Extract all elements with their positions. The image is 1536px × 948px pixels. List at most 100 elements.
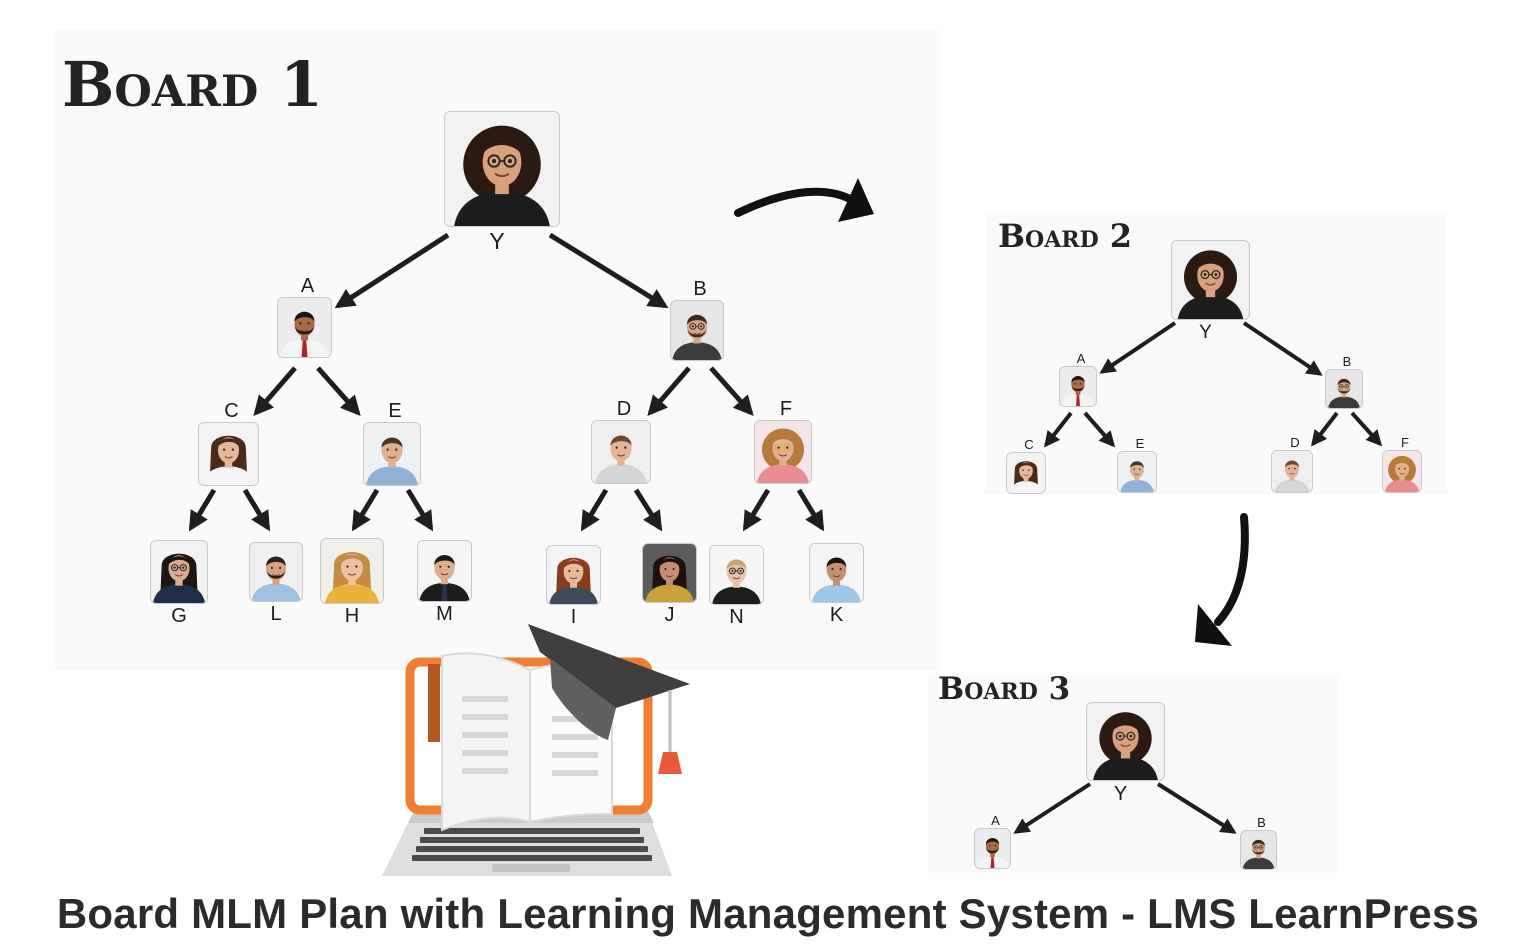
board-1-edge-e-h (351, 488, 380, 532)
board-1-title: Board 1 (62, 48, 323, 121)
avatar (1172, 241, 1249, 319)
board-2-label-y: Y (1199, 322, 1212, 343)
board-1-label-f: F (779, 398, 793, 420)
curved-arrow-down-icon (1214, 513, 1249, 626)
avatar (445, 112, 559, 226)
avatar (1272, 451, 1312, 492)
avatar (1383, 451, 1421, 492)
board-2-edge-a-c (1044, 411, 1073, 448)
board-2-edge-y-a (1099, 321, 1177, 374)
avatar (321, 539, 383, 603)
avatar (418, 541, 471, 601)
avatar (250, 543, 302, 601)
avatar (1118, 452, 1156, 492)
board-2-label-f: F (1401, 435, 1409, 450)
board-1-label-e: E (388, 400, 402, 422)
avatar (1060, 367, 1096, 406)
board-2-node-c (1006, 452, 1046, 494)
board-2-node-e (1117, 451, 1157, 493)
board-1-edge-d-j (633, 488, 663, 532)
avatar (547, 546, 600, 604)
board-1-node-c (198, 422, 259, 486)
board-3-label-y: Y (1113, 783, 1128, 805)
avatar (975, 829, 1010, 868)
avatar (1241, 831, 1276, 869)
board-1-edge-d-i (580, 488, 609, 532)
board-1-label-d: D (616, 398, 632, 420)
board-1-edge-c-l (242, 488, 271, 532)
board-1-node-y (444, 111, 560, 227)
curved-arrow-right-head (838, 178, 874, 222)
board-1-edge-b-d (647, 366, 691, 417)
avatar (278, 298, 331, 357)
board-3-label-a: A (991, 813, 1000, 828)
board-1-label-c: C (224, 400, 239, 422)
laptop-book-graduation-cap-icon (382, 624, 690, 876)
board-1-node-e (363, 422, 421, 486)
board-1-label-a: A (300, 275, 315, 297)
avatar (643, 544, 696, 602)
board-2-node-b (1325, 369, 1363, 409)
board-1-label-n: N (729, 606, 744, 628)
board-1-edge-f-k (796, 488, 825, 532)
footer-title: Board MLM Plan with Learning Management … (56, 890, 1480, 937)
board-1-label-j: J (664, 604, 675, 626)
board-1-edge-a-e (316, 366, 361, 416)
board-2-title: Board 2 (998, 217, 1133, 255)
board-1-label-l: L (270, 603, 282, 625)
board-1-label-g: G (171, 605, 187, 627)
board-1-node-n (709, 545, 764, 605)
curved-arrow-right-icon (734, 187, 856, 217)
board-2-label-a: A (1076, 351, 1086, 366)
avatar (1007, 453, 1045, 493)
board-1-edge-b-f (709, 366, 754, 416)
board-2-label-e: E (1135, 436, 1145, 451)
board-2-label-c: C (1024, 437, 1034, 452)
board-3-label-b: B (1257, 815, 1266, 830)
board-1-edge-e-m (405, 488, 434, 532)
board-1-node-l (249, 542, 303, 602)
avatar (151, 541, 207, 603)
board-3-node-a (974, 828, 1011, 869)
board-1-label-m: M (436, 603, 453, 625)
avatar (364, 423, 420, 485)
board-2-label-b: B (1342, 354, 1352, 369)
board-3-node-y (1086, 702, 1165, 781)
board-2-node-f (1382, 450, 1422, 493)
board-1-node-h (320, 538, 384, 604)
avatar (592, 421, 650, 483)
board-1-node-b (670, 300, 724, 361)
board-1-node-m (417, 540, 472, 602)
board-2-node-d (1271, 450, 1313, 493)
board-1-node-i (546, 545, 601, 605)
board-2-label-d: D (1290, 435, 1300, 450)
avatar (671, 301, 723, 360)
curved-arrow-down-head (1195, 604, 1232, 646)
avatar (1326, 370, 1362, 408)
board-1-edge-a-c (253, 366, 297, 417)
board-2-edge-a-e (1083, 411, 1116, 448)
board-1-label-y: Y (489, 228, 505, 254)
board-3-edge-y-b (1156, 782, 1237, 834)
board-1-node-d (591, 420, 651, 484)
board-2-node-a (1059, 366, 1097, 407)
avatar (810, 544, 863, 602)
board-1-node-a (277, 297, 332, 358)
avatar (710, 546, 763, 604)
board-1-label-i: I (570, 606, 577, 628)
avatar (199, 423, 258, 485)
avatar (1087, 703, 1164, 780)
board-1-node-f (754, 420, 812, 484)
board-1-label-h: H (344, 605, 360, 627)
board-2-edge-b-f (1350, 411, 1383, 447)
board-1-edge-f-n (742, 488, 771, 532)
board-1-edge-y-b (548, 232, 669, 309)
board-1-node-k (809, 543, 864, 603)
board-1-node-j (642, 543, 697, 603)
board-1-node-g (150, 540, 208, 604)
avatar (755, 421, 811, 483)
board-3-edge-y-a (1013, 782, 1092, 834)
board-1-edge-y-a (334, 232, 450, 309)
